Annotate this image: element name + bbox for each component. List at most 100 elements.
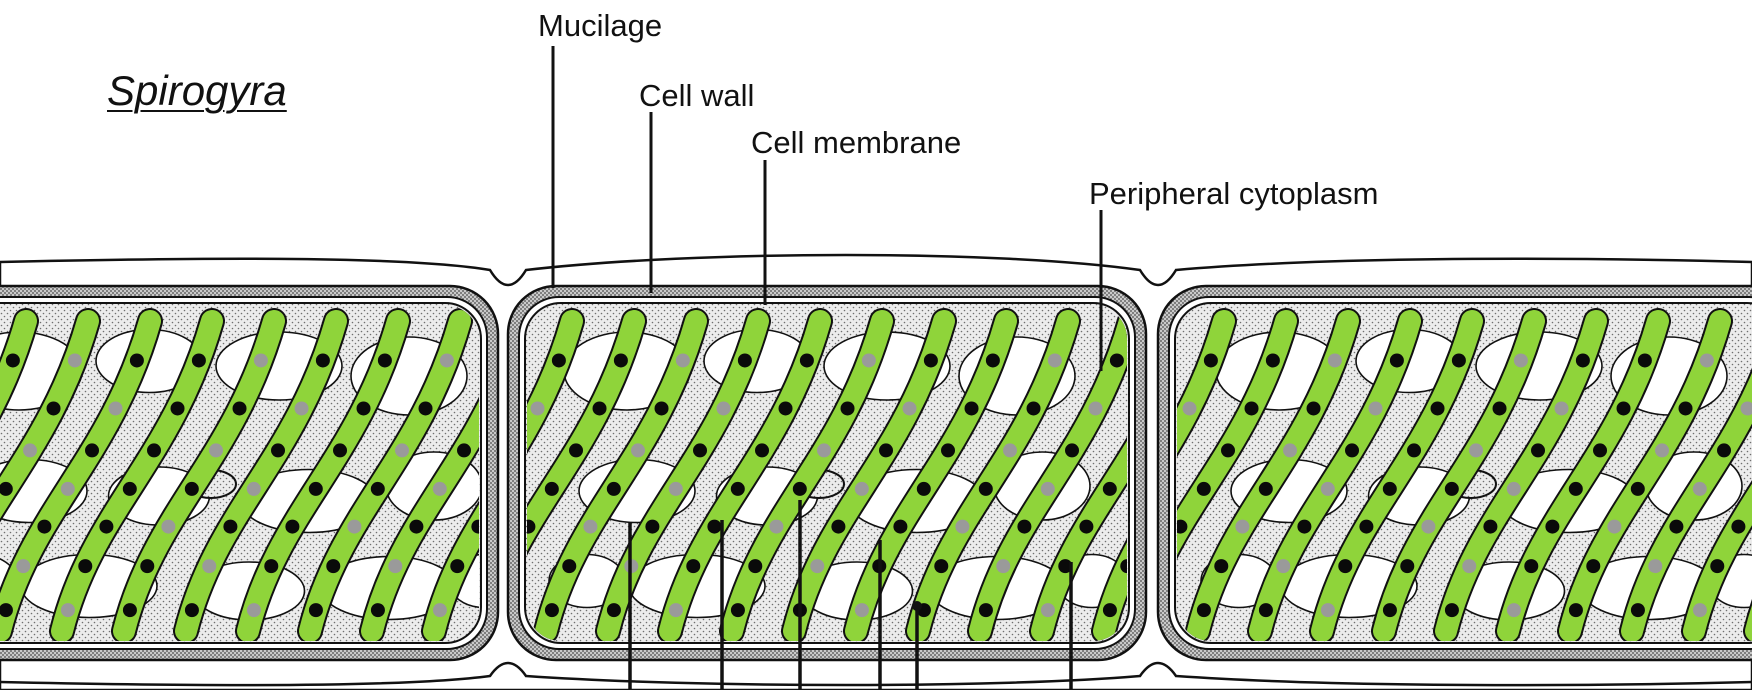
pyrenoid [1507, 482, 1521, 496]
pyrenoid [1383, 482, 1397, 496]
pyrenoid [371, 482, 385, 496]
pyrenoid [1307, 401, 1321, 415]
pyrenoid [130, 353, 144, 367]
pyrenoid [99, 520, 113, 534]
pyrenoid [1631, 482, 1645, 496]
pyrenoid [1359, 520, 1373, 534]
pyrenoid [61, 482, 75, 496]
pyrenoid [862, 353, 876, 367]
label-cell-membrane: Cell membrane [751, 127, 961, 158]
pyrenoid [1003, 443, 1017, 457]
pyrenoid [1369, 401, 1383, 415]
pyrenoid [607, 603, 621, 617]
pyrenoid [1259, 482, 1273, 496]
pyrenoid [202, 559, 216, 573]
pyrenoid [16, 559, 30, 573]
pyrenoid [1321, 482, 1335, 496]
pyrenoid [47, 401, 61, 415]
pyrenoid [1648, 559, 1662, 573]
pyrenoid [78, 559, 92, 573]
pyrenoid [1593, 443, 1607, 457]
pyrenoid [309, 603, 323, 617]
pyrenoid [731, 482, 745, 496]
pyrenoid [738, 353, 752, 367]
pyrenoid [552, 353, 566, 367]
pyrenoid [1710, 559, 1724, 573]
pyrenoid [748, 559, 762, 573]
pyrenoid [271, 443, 285, 457]
pyrenoid [68, 353, 82, 367]
pyrenoid [855, 603, 869, 617]
pyrenoid [693, 443, 707, 457]
pyrenoid [1407, 443, 1421, 457]
pyrenoid [1235, 520, 1249, 534]
pyrenoid [1638, 353, 1652, 367]
pyrenoid [924, 353, 938, 367]
pyrenoid [285, 520, 299, 534]
pyrenoid [1048, 353, 1062, 367]
pyrenoid [955, 520, 969, 534]
pyrenoid [388, 559, 402, 573]
pyrenoid [1669, 520, 1683, 534]
pyrenoid [1607, 520, 1621, 534]
pyrenoid [264, 559, 278, 573]
pyrenoid [185, 482, 199, 496]
pyrenoid [817, 443, 831, 457]
pyrenoid [1245, 401, 1259, 415]
pyrenoid [1321, 603, 1335, 617]
pyrenoid [161, 520, 175, 534]
pyrenoid [965, 401, 979, 415]
pyrenoid [593, 401, 607, 415]
pyrenoid [1390, 353, 1404, 367]
pyrenoid [793, 482, 807, 496]
pyrenoid [1103, 603, 1117, 617]
pyrenoid [1462, 559, 1476, 573]
cell-2 [421, 286, 1254, 660]
pyrenoid [1555, 401, 1569, 415]
pyrenoid [569, 443, 583, 457]
pyrenoid [545, 482, 559, 496]
pyrenoid [1576, 353, 1590, 367]
leader-tip-dot [912, 601, 922, 611]
pyrenoid [1445, 603, 1459, 617]
pyrenoid [1507, 603, 1521, 617]
pyrenoid [755, 443, 769, 457]
pyrenoid [1693, 603, 1707, 617]
pyrenoid [979, 603, 993, 617]
pyrenoid [1197, 482, 1211, 496]
pyrenoid [986, 353, 1000, 367]
pyrenoid [655, 401, 669, 415]
pyrenoid [607, 482, 621, 496]
pyrenoid [1524, 559, 1538, 573]
pyrenoid [450, 559, 464, 573]
pyrenoid [1221, 443, 1235, 457]
pyrenoid [440, 353, 454, 367]
pyrenoid [140, 559, 154, 573]
pyrenoid [371, 603, 385, 617]
pyrenoid [562, 559, 576, 573]
pyrenoid [855, 482, 869, 496]
pyrenoid [676, 353, 690, 367]
pyrenoid [1421, 520, 1435, 534]
pyrenoid [941, 443, 955, 457]
pyrenoid [395, 443, 409, 457]
pyrenoid [37, 520, 51, 534]
pyrenoid [1345, 443, 1359, 457]
diagram-title: Spirogyra [107, 70, 287, 112]
pyrenoid [1569, 482, 1583, 496]
pyrenoid [979, 482, 993, 496]
pyrenoid [645, 520, 659, 534]
pyrenoid [1065, 443, 1079, 457]
pyrenoid [1197, 603, 1211, 617]
pyrenoid [1383, 603, 1397, 617]
pyrenoid [171, 401, 185, 415]
pyrenoid [333, 443, 347, 457]
pyrenoid [779, 401, 793, 415]
pyrenoid [23, 443, 37, 457]
pyrenoid [309, 482, 323, 496]
pyrenoid [123, 482, 137, 496]
pyrenoid [707, 520, 721, 534]
pyrenoid [1514, 353, 1528, 367]
pyrenoid [903, 401, 917, 415]
